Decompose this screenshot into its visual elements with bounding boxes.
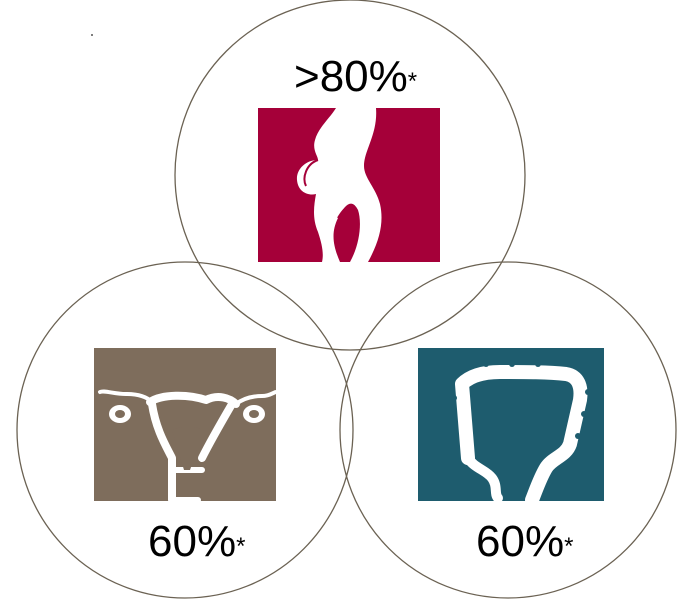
stray-dot — [91, 34, 93, 36]
circle-right — [339, 261, 677, 599]
left-percentage-asterisk: * — [236, 533, 246, 560]
uterus-icon — [94, 348, 278, 504]
left-percentage: 60%* — [148, 520, 245, 564]
circle-left — [16, 261, 354, 599]
circle-top — [174, 0, 526, 351]
top-percentage: >80%* — [294, 55, 417, 99]
right-percentage: 60%* — [476, 520, 573, 564]
top-percentage-value: >80% — [294, 52, 408, 101]
colon-icon — [418, 348, 604, 507]
right-percentage-asterisk: * — [564, 533, 574, 560]
left-percentage-value: 60% — [148, 517, 237, 566]
top-percentage-asterisk: * — [407, 68, 418, 95]
breast-body-silhouette-icon — [258, 108, 440, 262]
right-percentage-value: 60% — [476, 517, 565, 566]
